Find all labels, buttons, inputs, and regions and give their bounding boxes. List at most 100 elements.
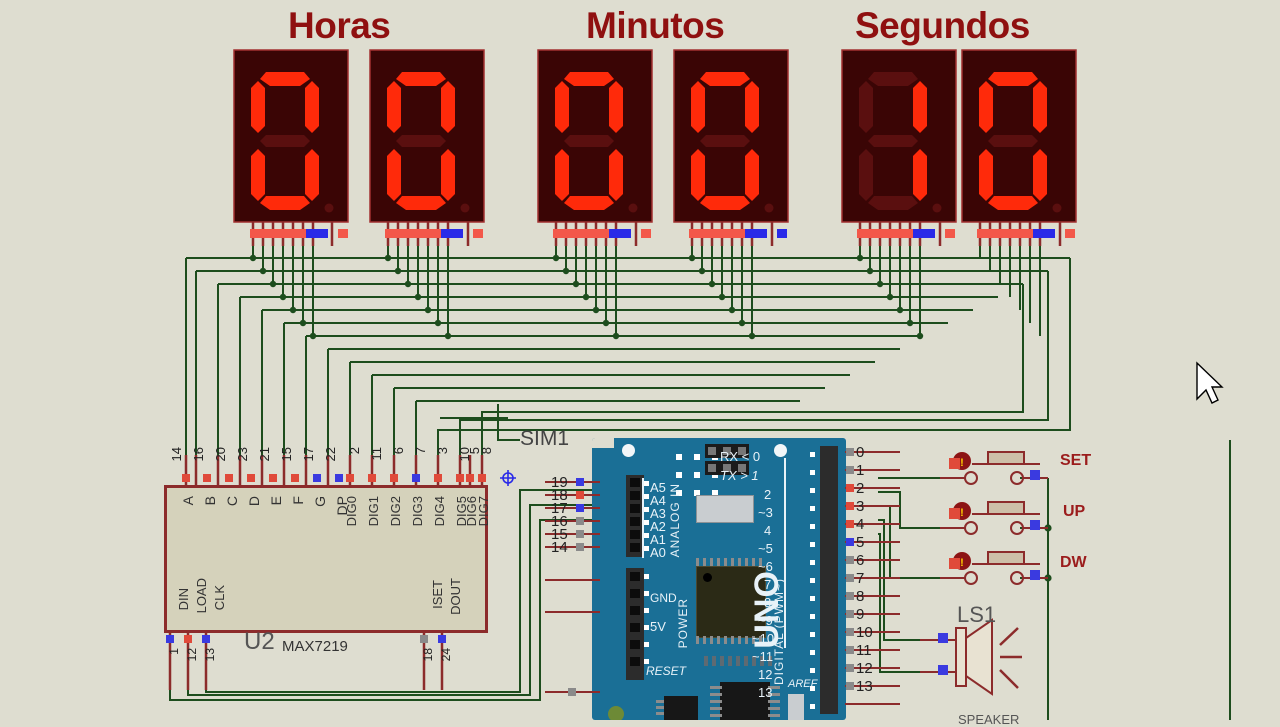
pin-state-DP xyxy=(335,474,343,482)
analog-label-a0: A0 xyxy=(650,545,666,560)
power-label-5v: 5V xyxy=(650,619,666,634)
pin-state-d11 xyxy=(846,646,854,654)
pin-num-18: 18 xyxy=(551,487,568,504)
pin-state-B xyxy=(203,474,211,482)
pin-state-17 xyxy=(576,504,584,512)
pin-state-CLK xyxy=(202,635,210,643)
header-horas: Horas xyxy=(288,5,391,46)
digital-header[interactable] xyxy=(820,446,838,714)
digital-silk-line xyxy=(784,458,786,648)
pin-state-DIG1 xyxy=(368,474,376,482)
pin-state-d5 xyxy=(846,538,854,546)
wire-junctions xyxy=(249,254,1052,582)
display-segundos-units[interactable] xyxy=(961,49,1077,223)
mcu-chip xyxy=(696,566,766,638)
icsp-header-top xyxy=(705,444,749,458)
mount-hole-left xyxy=(622,444,635,457)
button-label-dw: DW xyxy=(1060,554,1087,571)
power-label-reset: RESET xyxy=(646,664,687,678)
pin-state-ISET xyxy=(420,635,428,643)
pin-num-d5: 5 xyxy=(856,534,865,551)
pin-state-reset xyxy=(568,688,576,696)
svg-text:!: ! xyxy=(960,507,964,519)
max7219-part: MAX7219 xyxy=(282,638,348,655)
pin-num-d9: 9 xyxy=(856,606,865,623)
pin-state-15 xyxy=(576,530,584,538)
pin-state-14 xyxy=(576,543,584,551)
pin-state-d7 xyxy=(846,574,854,582)
pin-state-G xyxy=(313,474,321,482)
display-minutos-tens[interactable] xyxy=(537,49,653,223)
pin-num-d12: 12 xyxy=(856,660,873,677)
analog-label-a3: A3 xyxy=(650,506,666,521)
speaker-ls1[interactable] xyxy=(920,618,1022,696)
pin-state-d6 xyxy=(846,556,854,564)
digital-label-8: 8 xyxy=(764,595,772,610)
pin-state-d13 xyxy=(846,682,854,690)
bottom-ic-leads-left xyxy=(710,686,722,720)
board-notch xyxy=(592,438,614,448)
display-horas-units[interactable] xyxy=(369,49,485,223)
pushbutton-dw[interactable]: ! xyxy=(940,551,1048,585)
display-pin-headers xyxy=(250,222,1075,246)
max7219-ic[interactable] xyxy=(164,485,488,633)
button-label-set: SET xyxy=(1060,452,1092,469)
display-segundos-tens[interactable] xyxy=(841,49,957,223)
analog-label-a5: A5 xyxy=(650,480,666,495)
pin-state-DOUT xyxy=(438,635,446,643)
pin-state-d0 xyxy=(846,448,854,456)
pin-state-DIG3 xyxy=(412,474,420,482)
pin-state-DIG7 xyxy=(478,474,486,482)
pushbutton-up[interactable]: ! xyxy=(940,501,1048,535)
pin-state-16 xyxy=(576,517,584,525)
pin-state-DIG5 xyxy=(456,474,464,482)
analog-header[interactable] xyxy=(626,475,644,557)
pin-num-14: 14 xyxy=(551,539,568,556)
junction-terminal-icon xyxy=(500,470,516,486)
pin-state-DIG4 xyxy=(434,474,442,482)
pin-state-C xyxy=(225,474,233,482)
pushbutton-set[interactable]: ! xyxy=(940,451,1048,485)
bottom-trace-1 xyxy=(704,656,774,666)
power-header[interactable] xyxy=(626,568,644,680)
pin-state-A xyxy=(182,474,190,482)
bottom-ic-small xyxy=(664,696,698,720)
display-horas-tens[interactable] xyxy=(233,49,349,223)
digital-label-3: ~3 xyxy=(758,505,773,520)
arduino-uno-board[interactable]: A5 A4 A3 A2 A1 A0 ANALOG IN GND 5V RESET… xyxy=(592,438,846,720)
digital-label-7: 7 xyxy=(764,577,772,592)
pin-state-d9 xyxy=(846,610,854,618)
pin-state-d4 xyxy=(846,520,854,528)
net-label-sim1: SIM1 xyxy=(520,427,570,450)
bottom-ic-large xyxy=(720,682,770,720)
pin-num-17: 17 xyxy=(551,500,568,517)
mcu-leads-bottom xyxy=(696,636,764,644)
pin-state-DIG0 xyxy=(346,474,354,482)
usb-connector xyxy=(696,495,754,523)
svg-text:!: ! xyxy=(960,457,964,469)
digital-label-13: 13 xyxy=(758,685,773,700)
display-minutos-units[interactable] xyxy=(673,49,789,223)
digital-label-1: TX > 1 xyxy=(720,468,759,483)
pin-state-d1 xyxy=(846,466,854,474)
digital-label-6: ~6 xyxy=(758,559,773,574)
led-indicator xyxy=(608,706,624,720)
digital-label-5: ~5 xyxy=(758,541,773,556)
digital-label-10: ~10 xyxy=(752,631,775,646)
mcu-leads-top xyxy=(696,558,764,566)
pin-state-DIG6 xyxy=(466,474,474,482)
pin-num-d4: 4 xyxy=(856,516,865,533)
svg-text:!: ! xyxy=(960,557,964,569)
power-label-gnd: GND xyxy=(650,591,677,605)
pin-num-d2: 2 xyxy=(856,480,865,497)
header-minutos: Minutos xyxy=(586,5,725,46)
pin-state-d12 xyxy=(846,664,854,672)
pin-state-DIN xyxy=(166,635,174,643)
button-label-up: UP xyxy=(1063,503,1086,520)
